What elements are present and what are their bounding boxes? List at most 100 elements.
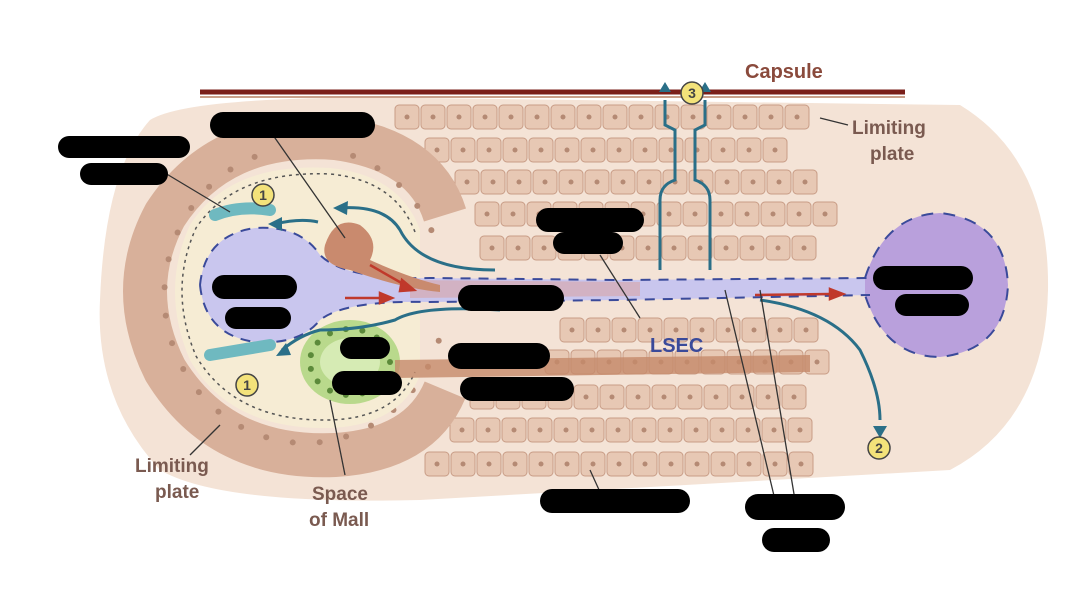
redaction-bottom-right-label-2	[762, 528, 830, 552]
redaction-duct-label-2	[332, 371, 402, 395]
hepatocyte-nucleus	[517, 180, 522, 185]
hepatocyte-nucleus	[435, 462, 440, 467]
hepatocyte-nucleus	[745, 212, 750, 217]
hepatocyte-nucleus	[587, 115, 592, 120]
hepatocyte-nucleus	[435, 148, 440, 153]
hepatocyte-nucleus	[584, 395, 589, 400]
hepatocyte-nucleus	[797, 212, 802, 217]
svg-text:1: 1	[259, 187, 267, 203]
hepatocyte-nucleus	[636, 395, 641, 400]
label-limiting-plate-left-line2: plate	[155, 482, 199, 503]
hepatocyte-nucleus	[648, 328, 653, 333]
label-lsec: LSEC	[650, 335, 703, 357]
hepatocyte-nucleus	[485, 212, 490, 217]
hepatocyte-nucleus	[642, 428, 647, 433]
hepatocyte-nucleus	[823, 212, 828, 217]
hepatocyte-nucleus	[798, 428, 803, 433]
hepatocyte-nucleus	[725, 180, 730, 185]
limiting-plate-cell	[215, 409, 221, 415]
hepatocyte-nucleus	[672, 246, 677, 251]
hepatocyte-nucleus	[778, 328, 783, 333]
hepatocyte-nucleus	[743, 115, 748, 120]
limiting-plate-cell	[166, 256, 172, 262]
limiting-plate-cell	[175, 229, 181, 235]
hepatocyte-nucleus	[483, 115, 488, 120]
hepatocyte-nucleus	[487, 148, 492, 153]
capsule	[200, 92, 905, 97]
hepatocyte-nucleus	[613, 115, 618, 120]
hepatocyte-nucleus	[777, 180, 782, 185]
hepatocyte-nucleus	[776, 246, 781, 251]
duct-cell	[327, 388, 333, 394]
hepatocyte-nucleus	[617, 462, 622, 467]
hepatocyte-nucleus	[750, 246, 755, 251]
hepatocyte-nucleus	[698, 246, 703, 251]
redaction-lower-label-2	[460, 377, 574, 401]
limiting-plate-cell	[317, 439, 323, 445]
limiting-plate-cell	[238, 424, 244, 430]
hepatocyte-nucleus	[691, 115, 696, 120]
redaction-center-label-1	[536, 208, 644, 232]
hepatocyte-nucleus	[539, 148, 544, 153]
limiting-plate-cell	[396, 182, 402, 188]
hepatocyte-nucleus	[509, 115, 514, 120]
hepatocyte-nucleus	[669, 462, 674, 467]
hepatocyte-nucleus	[617, 148, 622, 153]
hepatocyte-nucleus	[717, 115, 722, 120]
hepatocyte-nucleus	[461, 462, 466, 467]
hepatocyte-nucleus	[596, 328, 601, 333]
hepatocyte-nucleus	[714, 395, 719, 400]
hepatocyte-nucleus	[752, 328, 757, 333]
hepatocyte-nucleus	[491, 180, 496, 185]
hepatocyte-nucleus	[487, 462, 492, 467]
hepatocyte-nucleus	[815, 360, 820, 365]
hepatocyte-nucleus	[773, 148, 778, 153]
hepatocyte-nucleus	[769, 115, 774, 120]
hepatocyte-nucleus	[616, 428, 621, 433]
hepatocyte-nucleus	[461, 148, 466, 153]
redaction-center-label-2	[553, 232, 623, 254]
limiting-plate-cell	[227, 166, 233, 172]
label-limiting-plate-right-line2: plate	[870, 144, 914, 165]
hepatocyte-nucleus	[669, 148, 674, 153]
hepatocyte-nucleus	[513, 148, 518, 153]
hepatocyte-nucleus	[667, 212, 672, 217]
hepatocyte-nucleus	[773, 462, 778, 467]
redaction-lower-label-1	[448, 343, 550, 369]
hepatocyte-nucleus	[643, 148, 648, 153]
hepatocyte-nucleus	[668, 428, 673, 433]
limiting-plate-cell	[436, 338, 442, 344]
limiting-plate-cell	[162, 284, 168, 290]
limiting-plate-cell	[428, 227, 434, 233]
hepatocyte-nucleus	[804, 328, 809, 333]
label-capsule: Capsule	[745, 61, 823, 83]
hepatocyte-nucleus	[662, 395, 667, 400]
hepatocyte-nucleus	[590, 428, 595, 433]
limiting-plate-cell	[169, 340, 175, 346]
hepatocyte-nucleus	[538, 428, 543, 433]
limiting-plate-cell	[196, 389, 202, 395]
svg-text:1: 1	[243, 377, 251, 393]
hepatocyte-nucleus	[405, 115, 410, 120]
hepatocyte-nucleus	[513, 462, 518, 467]
duct-cell	[387, 359, 393, 365]
redaction-central-label-1	[873, 266, 973, 290]
hepatocyte-nucleus	[693, 212, 698, 217]
hepatocyte-nucleus	[621, 180, 626, 185]
hepatocyte-nucleus	[647, 180, 652, 185]
hepatocyte-nucleus	[695, 462, 700, 467]
marker-3: 3	[681, 82, 703, 104]
hepatocyte-nucleus	[799, 462, 804, 467]
limiting-plate-cell	[206, 184, 212, 190]
hepatocyte-nucleus	[694, 428, 699, 433]
hepatocyte-nucleus	[646, 246, 651, 251]
marker-2: 2	[868, 437, 890, 459]
hepatocyte-nucleus	[569, 180, 574, 185]
hepatocyte-nucleus	[535, 115, 540, 120]
hepatocyte-nucleus	[795, 115, 800, 120]
hepatocyte-nucleus	[543, 180, 548, 185]
hepatocyte-nucleus	[688, 395, 693, 400]
hepatocyte-nucleus	[726, 328, 731, 333]
limiting-plate-cell	[188, 205, 194, 211]
